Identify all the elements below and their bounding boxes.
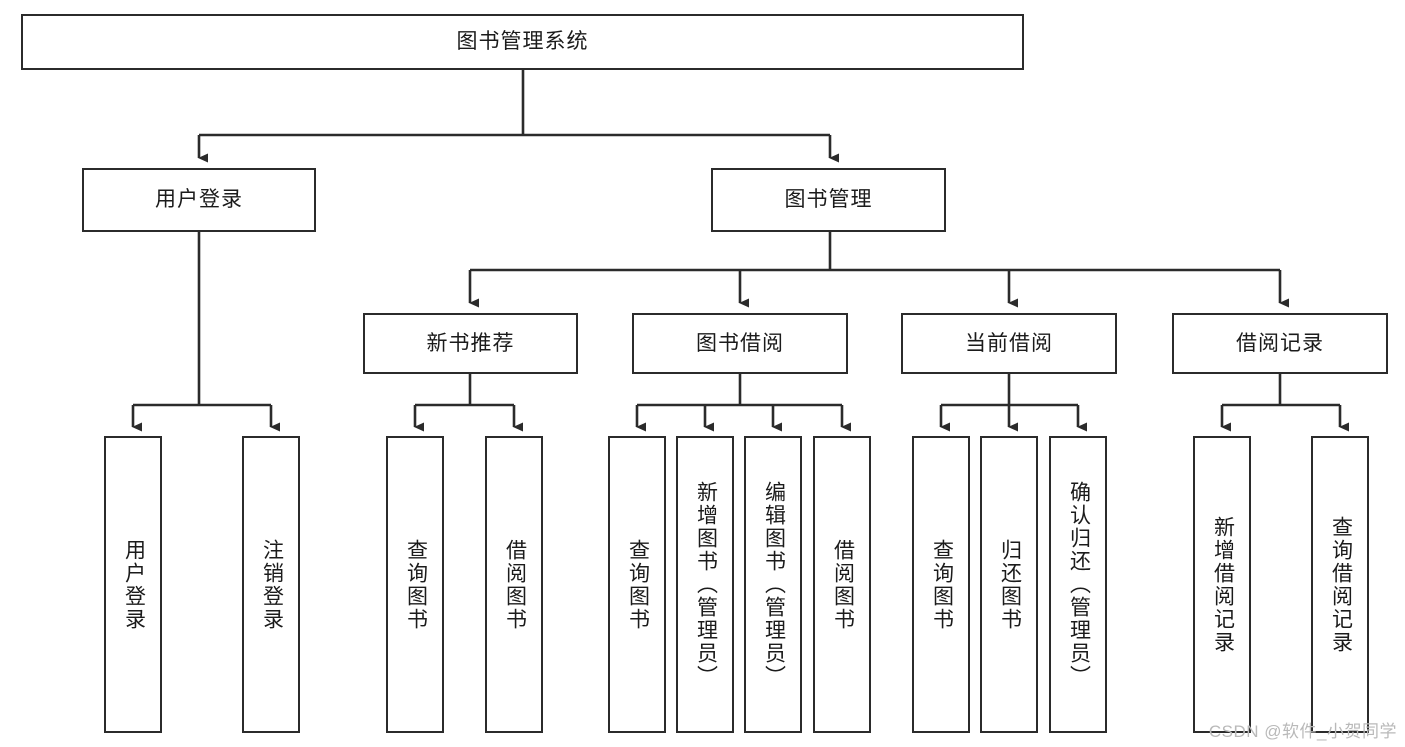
node-label: 当前借阅 [965,331,1053,355]
leaf-label: 借阅图书 [503,538,527,631]
leaf-label: 新增图书（管理员） [694,481,718,688]
node-borrow-record[interactable]: 借阅记录 [1172,313,1388,374]
leaf-label: 查询图书 [404,538,428,631]
node-label: 新书推荐 [426,331,515,355]
leaf-user-logout[interactable]: 注销登录 [242,436,300,733]
leaf-label: 查询借阅记录 [1329,515,1353,654]
leaf-label: 用户登录 [122,538,146,631]
leaf-query-record[interactable]: 查询借阅记录 [1311,436,1369,733]
leaf-label: 注销登录 [260,538,284,631]
leaf-label: 查询图书 [930,538,954,631]
leaf-query-book-1[interactable]: 查询图书 [386,436,444,733]
node-label: 图书借阅 [696,331,784,355]
node-current-borrow[interactable]: 当前借阅 [901,313,1117,374]
node-book-management[interactable]: 图书管理 [711,168,946,232]
watermark: CSDN @软件_小贺同学 [1208,722,1397,741]
leaf-edit-book[interactable]: 编辑图书（管理员） [744,436,802,733]
node-book-borrow[interactable]: 图书借阅 [632,313,848,374]
leaf-label: 归还图书 [998,538,1022,631]
leaf-borrow-book-1[interactable]: 借阅图书 [485,436,543,733]
leaf-label: 借阅图书 [831,538,855,631]
leaf-label: 新增借阅记录 [1211,515,1235,654]
leaf-query-book-3[interactable]: 查询图书 [912,436,970,733]
leaf-label: 确认归还（管理员） [1067,481,1091,688]
leaf-label: 查询图书 [626,538,650,631]
node-label: 图书管理 [784,188,873,212]
leaf-return-book[interactable]: 归还图书 [980,436,1038,733]
node-user-login[interactable]: 用户登录 [82,168,316,232]
node-new-book-recommend[interactable]: 新书推荐 [363,313,578,374]
leaf-user-login[interactable]: 用户登录 [104,436,162,733]
node-label: 图书管理系统 [456,30,589,54]
node-label: 借阅记录 [1236,331,1324,355]
leaf-borrow-book-2[interactable]: 借阅图书 [813,436,871,733]
leaf-add-record[interactable]: 新增借阅记录 [1193,436,1251,733]
node-label: 用户登录 [155,188,243,212]
leaf-confirm-return[interactable]: 确认归还（管理员） [1049,436,1107,733]
leaf-label: 编辑图书（管理员） [762,481,786,688]
leaf-query-book-2[interactable]: 查询图书 [608,436,666,733]
leaf-add-book[interactable]: 新增图书（管理员） [676,436,734,733]
node-root-system[interactable]: 图书管理系统 [21,14,1024,70]
